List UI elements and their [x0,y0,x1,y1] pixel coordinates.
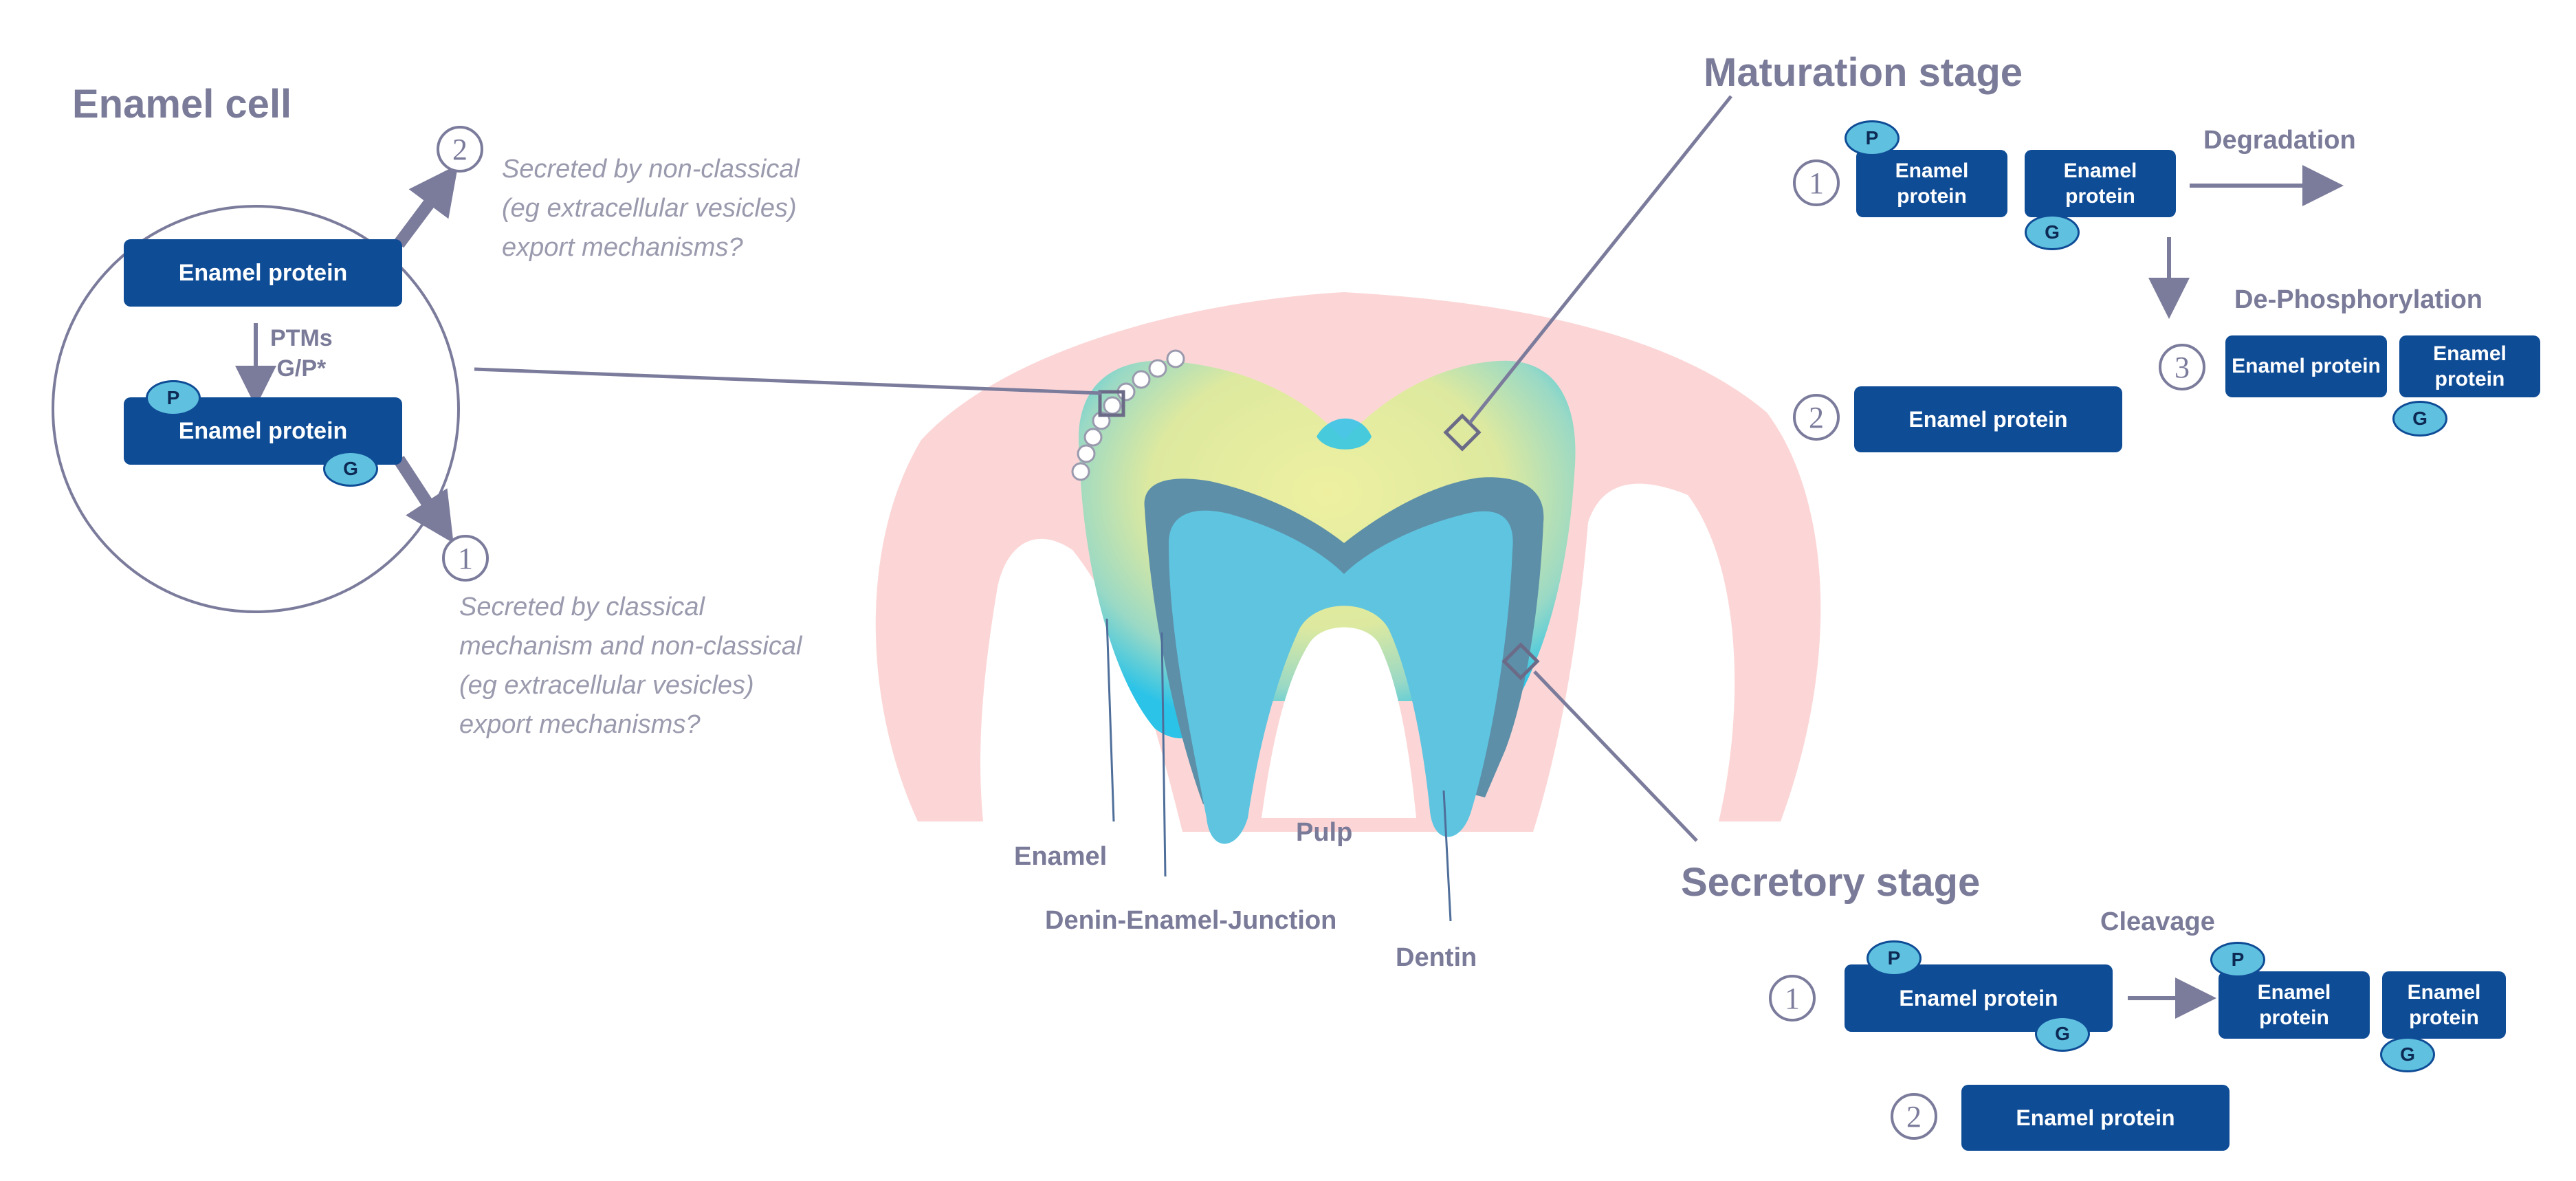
cell-marker [1098,390,1125,417]
secretory-row1-number: 1 [1769,975,1816,1022]
cell-connector [474,367,1102,395]
route-1-number: 1 [442,535,489,582]
export-arrow-2 [393,164,459,248]
route-2-number: 2 [437,126,483,173]
secretory-connector [1533,670,1698,842]
maturation-box-c: Enamel protein [1854,386,2122,452]
dephos-label: De-Phosphorylation [2234,285,2483,314]
maturation-box-b: Enamel protein [2025,150,2176,217]
degradation-label: Degradation [2203,126,2356,155]
phospho-badge: P [146,380,201,416]
maturation-box-e: Enamel protein [2399,335,2540,397]
maturation-row2-number: 2 [1793,394,1840,441]
maturation-phospho-badge: P [1845,120,1900,156]
dentin-label: Dentin [1396,943,1477,972]
secretory-glyco-badge: G [2035,1016,2090,1052]
maturation-box-a: Enamel protein [1856,150,2007,217]
secretory-box-b: Enamel protein [2219,971,2370,1039]
export-arrow-1 [393,456,454,544]
maturation-glyco-badge: G [2025,214,2080,250]
route-2-note: Secreted by non-classical (eg extracellu… [502,155,800,262]
dentin-pointer [1442,790,1452,922]
maturation-row1-number: 1 [1793,159,1840,206]
enamel-cell-circle [52,205,460,613]
secretory-box-d: Enamel protein [1961,1085,2230,1151]
maturation-title: Maturation stage [1704,50,2023,95]
pulp [1262,627,1416,818]
maturation-glyco-badge-2: G [2392,401,2447,437]
dentin [1169,510,1513,844]
dej-band [1144,477,1544,804]
secretory-phospho-badge: P [1867,940,1922,976]
cleavage-label: Cleavage [2100,907,2215,936]
maturation-box-d: Enamel protein [2225,335,2387,397]
route-1-note: Secreted by classical mechanism and non-… [459,593,802,739]
secretory-phospho-badge-2: P [2210,942,2265,978]
enamel-protein-box-top: Enamel protein [124,239,402,307]
ptm-label: PTMs G/P* [270,325,333,382]
dej-pointer [1160,632,1167,877]
secretory-row2-number: 2 [1891,1093,1937,1140]
enamel-pointer [1105,618,1115,822]
secretory-marker [1501,642,1540,681]
enamel-label: Enamel [1014,842,1108,871]
glyco-badge: G [323,451,378,487]
enamel-notch [1317,418,1372,450]
secretory-box-c: Enamel protein [2382,971,2506,1039]
dej-label: Denin-Enamel-Junction [1045,906,1337,935]
maturation-connector [1468,95,1732,424]
secretory-title: Secretory stage [1681,860,1981,905]
enamel-cell-title: Enamel cell [72,82,292,126]
pulp-label: Pulp [1296,818,1353,847]
maturation-marker [1443,413,1482,452]
maturation-row3-number: 3 [2159,344,2205,390]
secretory-glyco-badge-2: G [2380,1037,2435,1072]
